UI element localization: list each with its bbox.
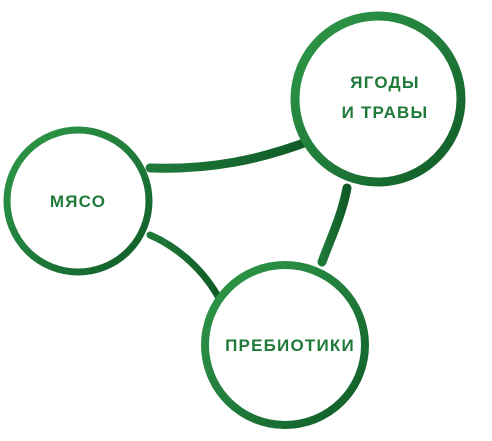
node-berries-label-line2: И ТРАВЫ [342, 103, 429, 122]
node-meat: МЯСО [3, 126, 153, 276]
node-berries-herbs: ЯГОДЫ И ТРАВЫ [290, 11, 466, 187]
node-prebiotics-ring [201, 261, 369, 429]
node-prebiotics-label: ПРЕБИОТИКИ [225, 336, 355, 355]
node-meat-label: МЯСО [50, 192, 106, 211]
node-meat-ring [3, 126, 153, 276]
node-prebiotics: ПРЕБИОТИКИ [201, 261, 369, 429]
node-berries-ring [290, 11, 466, 187]
connector-berries-prebiotics [317, 183, 352, 267]
connector-meat-prebiotics [146, 231, 224, 304]
node-berries-label-line1: ЯГОДЫ [350, 73, 419, 92]
connector-meat-berries [145, 135, 317, 173]
